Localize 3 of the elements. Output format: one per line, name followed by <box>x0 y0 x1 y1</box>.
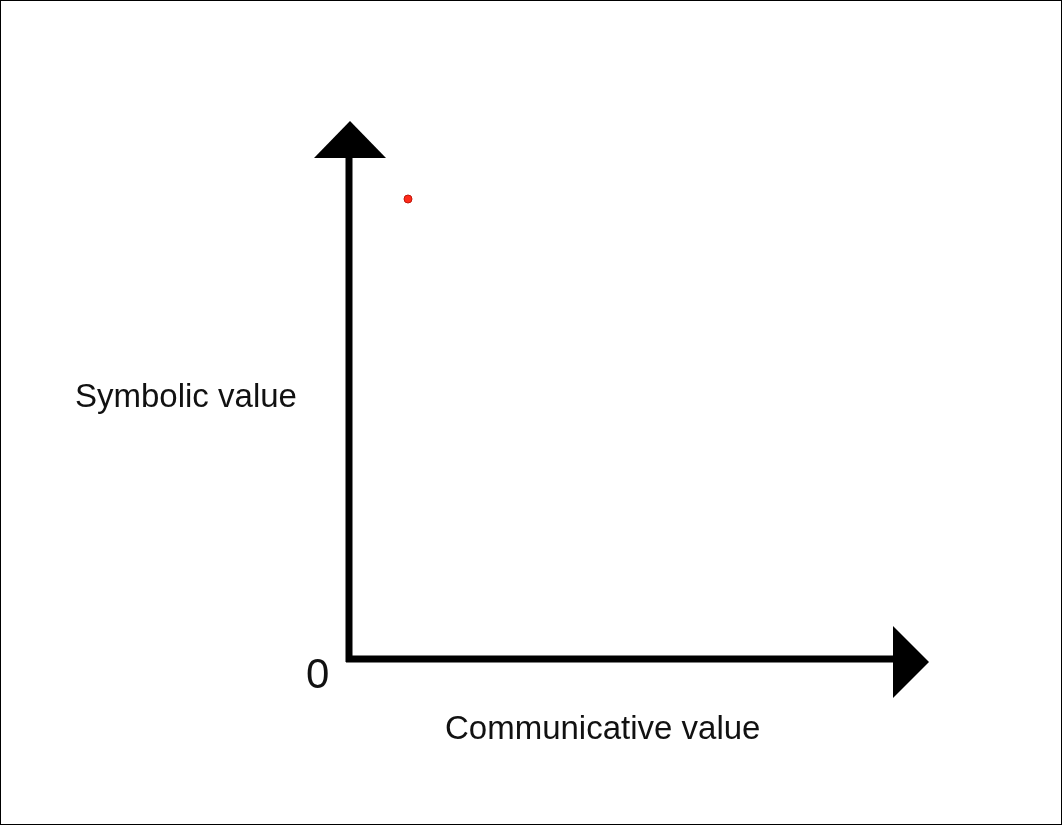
axis-title: Symbolic value <box>75 379 297 412</box>
axis-origin-label: 0 <box>306 653 330 695</box>
axis-title: Communicative value <box>445 711 761 744</box>
